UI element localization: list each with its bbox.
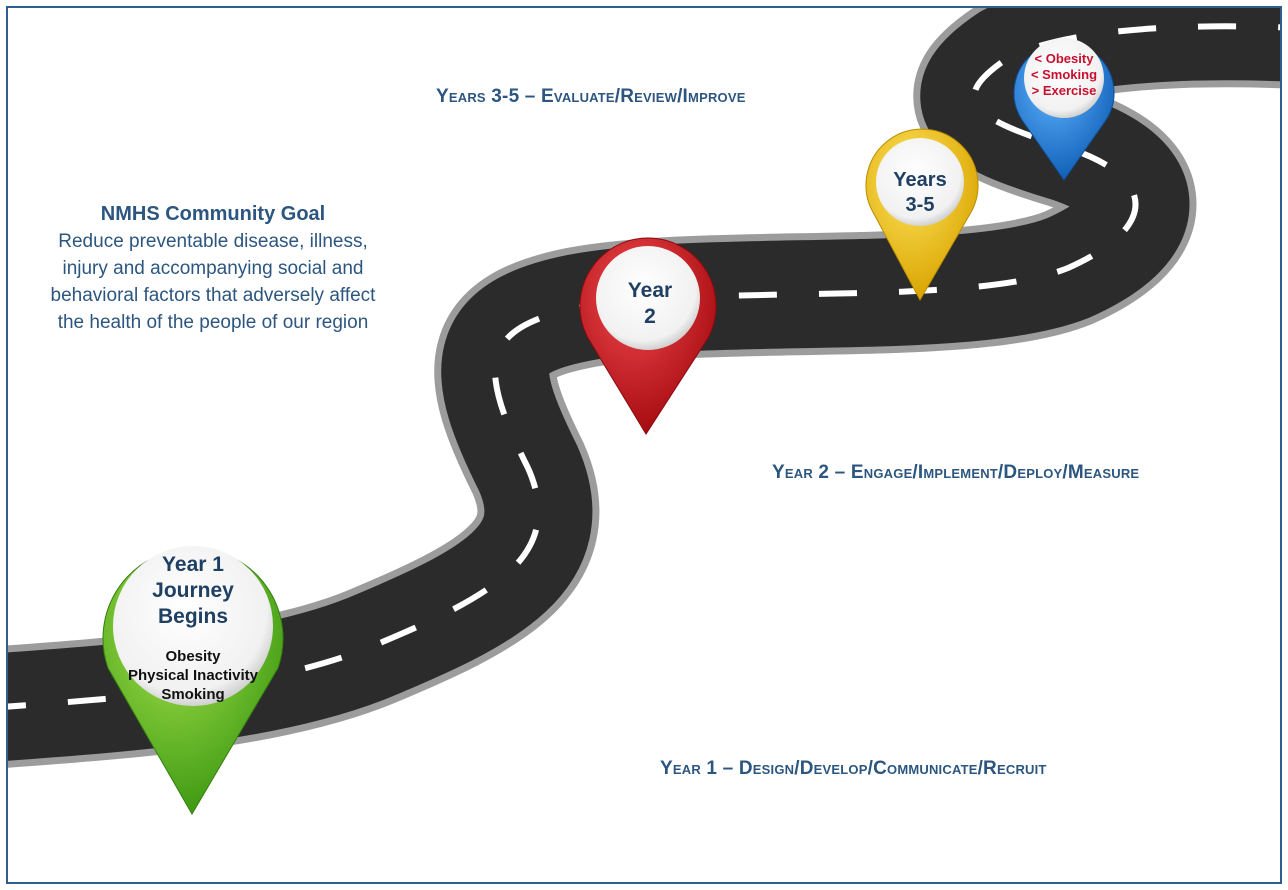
pin-goals-item: > Exercise bbox=[1031, 83, 1097, 98]
pin-year1-focus-item: Smoking bbox=[161, 686, 225, 703]
phase-year1-label: Year 1 – Design/Develop/Communicate/Recr… bbox=[660, 758, 1047, 779]
pin-years35-heading-line: 3-5 bbox=[905, 194, 935, 216]
infographic-frame: Year 1 Journey Begins Obesity Physical I… bbox=[6, 6, 1282, 884]
winding-road bbox=[8, 8, 1280, 768]
pin-year1-heading-line: Journey bbox=[152, 579, 234, 602]
pin-years35-marker[interactable] bbox=[865, 128, 979, 302]
pin-goals-item: < Smoking bbox=[1030, 67, 1098, 82]
road-center-line bbox=[8, 23, 1280, 710]
community-goal-text: Reduce preventable disease, illness, inj… bbox=[50, 231, 376, 333]
pin-year1-heading-line: Begins bbox=[157, 605, 228, 628]
pin-year1-marker[interactable] bbox=[102, 546, 284, 815]
pin-year2-heading-line: Year bbox=[627, 279, 673, 302]
pin-year1-focus-list: Obesity Physical Inactivity Smoking bbox=[106, 647, 280, 704]
pin-goals-marker[interactable] bbox=[1013, 38, 1115, 181]
phase-years35-label: Years 3-5 – Evaluate/Review/Improve bbox=[436, 86, 746, 107]
pin-goals-list: < Obesity < Smoking > Exercise bbox=[1018, 51, 1110, 99]
pin-years35-heading: Years 3-5 bbox=[870, 168, 970, 218]
pin-year2-heading: Year 2 bbox=[600, 278, 700, 330]
pin-year1-focus-item: Obesity bbox=[165, 648, 221, 665]
pin-year1-focus-item: Physical Inactivity bbox=[127, 667, 259, 684]
pin-year1-heading-line: Year 1 bbox=[162, 553, 224, 576]
pin-year2-marker[interactable] bbox=[579, 237, 717, 435]
pin-years35-heading-line: Years bbox=[893, 169, 947, 191]
phase-year2-label: Year 2 – Engage/Implement/Deploy/Measure bbox=[772, 462, 1140, 483]
pin-goals-item: < Obesity bbox=[1034, 51, 1094, 66]
pin-year1-heading: Year 1 Journey Begins bbox=[118, 552, 268, 630]
community-goal: NMHS Community Goal Reduce preventable d… bbox=[38, 200, 388, 336]
community-goal-title: NMHS Community Goal bbox=[100, 203, 326, 225]
pin-year2-heading-line: 2 bbox=[644, 305, 656, 328]
road-scene bbox=[8, 8, 1280, 815]
